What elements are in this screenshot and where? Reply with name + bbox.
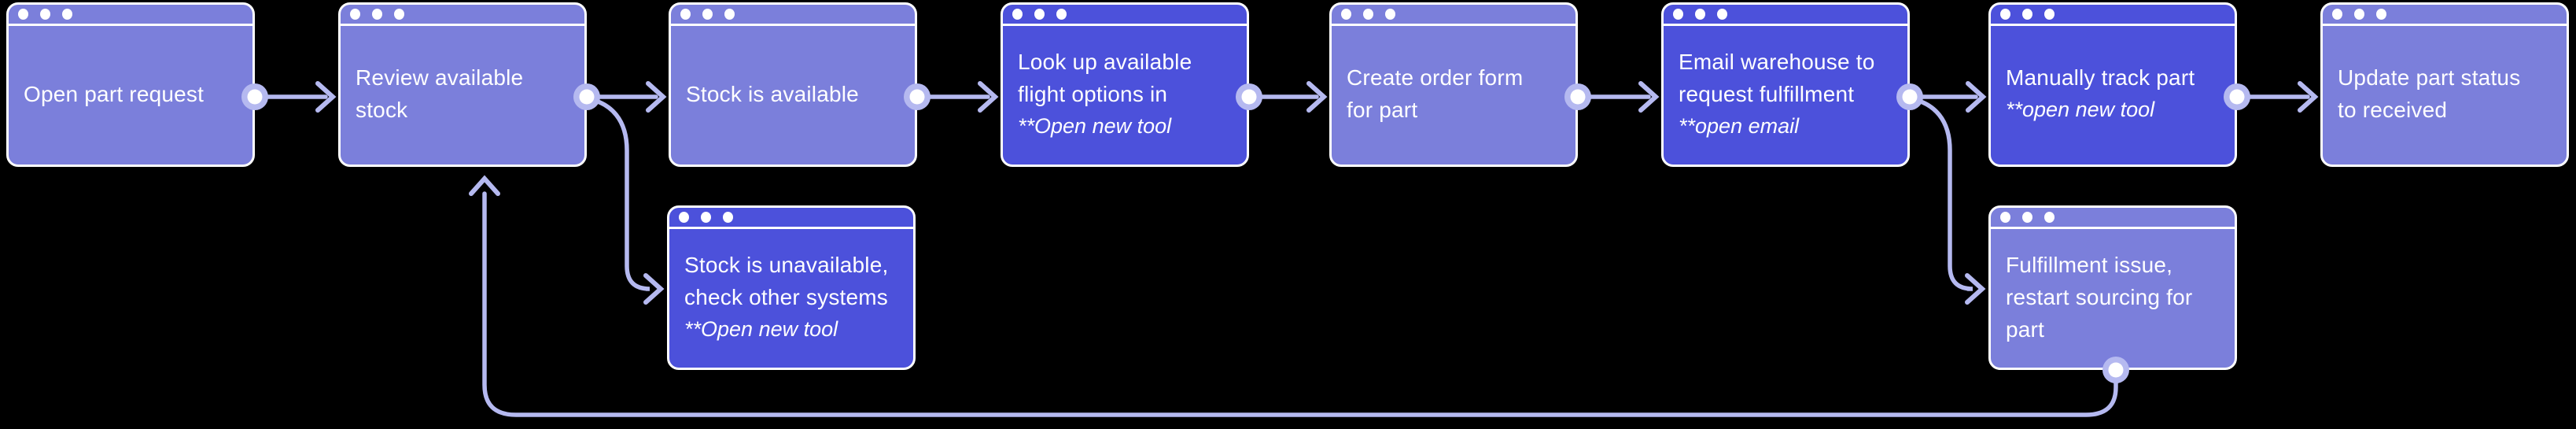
window-dot-icon (1673, 9, 1683, 20)
window-dot-icon (2022, 9, 2032, 20)
flow-arrow (2298, 81, 2319, 113)
node-label: Fulfillment issue, restart sourcing for … (2006, 252, 2193, 342)
node-label: Stock is unavailable, check other system… (684, 252, 889, 309)
window-dot-icon (40, 9, 50, 20)
node-body: Update part status to received (2323, 26, 2567, 165)
node-label: Create order form for part (1347, 65, 1524, 122)
node-label: Open part request (24, 81, 205, 106)
window-dot-icon (701, 212, 711, 223)
window-dot-icon (1717, 9, 1727, 20)
window-titlebar (9, 5, 252, 26)
node-label: Update part status to received (2338, 65, 2521, 122)
flow-arrow (643, 273, 665, 305)
window-dot-icon (724, 9, 735, 20)
window-dot-icon (1012, 9, 1023, 20)
node-body: Create order form for part (1332, 26, 1575, 165)
window-dot-icon (18, 9, 28, 20)
window-dot-icon (1056, 9, 1067, 20)
window-dot-icon (2000, 212, 2010, 223)
node-label: Review available stock (356, 65, 524, 122)
flow-arrow (1306, 81, 1328, 113)
window-dot-icon (680, 9, 691, 20)
flow-arrow (1638, 81, 1660, 113)
window-dot-icon (2354, 9, 2364, 20)
node-body: Open part request (9, 26, 252, 165)
flow-node-manually-track-part: Manually track part **open new tool (1988, 2, 2237, 167)
window-dot-icon (1695, 9, 1705, 20)
node-label: Stock is available (686, 81, 859, 106)
node-note: **Open new tool (1018, 113, 1172, 138)
window-titlebar (1003, 5, 1247, 26)
node-label: Look up available flight options in (1018, 49, 1192, 106)
window-titlebar (1991, 5, 2235, 26)
window-dot-icon (679, 212, 689, 223)
flow-arrow (584, 96, 650, 291)
flow-node-email-warehouse: Email warehouse to request fulfillment **… (1661, 2, 1910, 167)
window-dot-icon (1363, 9, 1373, 20)
node-label: Email warehouse to request fulfillment (1679, 49, 1875, 106)
flow-node-open-part-request: Open part request (6, 2, 255, 167)
window-dot-icon (1385, 9, 1395, 20)
node-label: Manually track part (2006, 65, 2195, 90)
window-dot-icon (350, 9, 360, 20)
flow-node-review-available-stock: Review available stock (338, 2, 587, 167)
window-dot-icon (702, 9, 713, 20)
flow-arrow (1965, 273, 1986, 305)
flow-arrow (978, 81, 999, 113)
window-dot-icon (1034, 9, 1045, 20)
window-titlebar (1664, 5, 1907, 26)
flow-arrow (1907, 96, 1973, 291)
node-body: Stock is unavailable, check other system… (669, 229, 913, 368)
window-titlebar (341, 5, 584, 26)
node-body: Look up available flight options in **Ope… (1003, 26, 1247, 165)
flow-arrow (646, 81, 667, 113)
window-dot-icon (1341, 9, 1351, 20)
window-titlebar (2323, 5, 2567, 26)
window-titlebar (671, 5, 915, 26)
flow-arrow (315, 81, 337, 113)
window-dot-icon (2000, 9, 2010, 20)
node-note: **open email (1679, 113, 1800, 138)
node-note: **open new tool (2006, 98, 2155, 121)
node-body: Review available stock (341, 26, 584, 165)
flow-node-update-part-status: Update part status to received (2320, 2, 2569, 167)
node-body: Fulfillment issue, restart sourcing for … (1991, 229, 2235, 368)
window-dot-icon (2332, 9, 2342, 20)
window-dot-icon (2376, 9, 2386, 20)
node-note: **Open new tool (684, 316, 838, 341)
window-titlebar (669, 208, 913, 229)
flow-node-stock-is-unavailable: Stock is unavailable, check other system… (667, 205, 916, 370)
flow-node-stock-is-available: Stock is available (669, 2, 917, 167)
window-dot-icon (372, 9, 382, 20)
window-dot-icon (2044, 212, 2055, 223)
window-dot-icon (2022, 212, 2032, 223)
flow-node-create-order-form: Create order form for part (1329, 2, 1578, 167)
node-body: Manually track part **open new tool (1991, 26, 2235, 165)
window-dot-icon (2044, 9, 2055, 20)
flow-arrow (469, 175, 500, 196)
flow-arrow (1966, 81, 1987, 113)
window-dot-icon (394, 9, 404, 20)
window-dot-icon (62, 9, 72, 20)
window-titlebar (1332, 5, 1575, 26)
flow-node-fulfillment-issue: Fulfillment issue, restart sourcing for … (1988, 205, 2237, 370)
node-body: Stock is available (671, 26, 915, 165)
node-body: Email warehouse to request fulfillment **… (1664, 26, 1907, 165)
flow-node-look-up-flight-options: Look up available flight options in **Ope… (1001, 2, 1249, 167)
window-titlebar (1991, 208, 2235, 229)
window-dot-icon (723, 212, 733, 223)
